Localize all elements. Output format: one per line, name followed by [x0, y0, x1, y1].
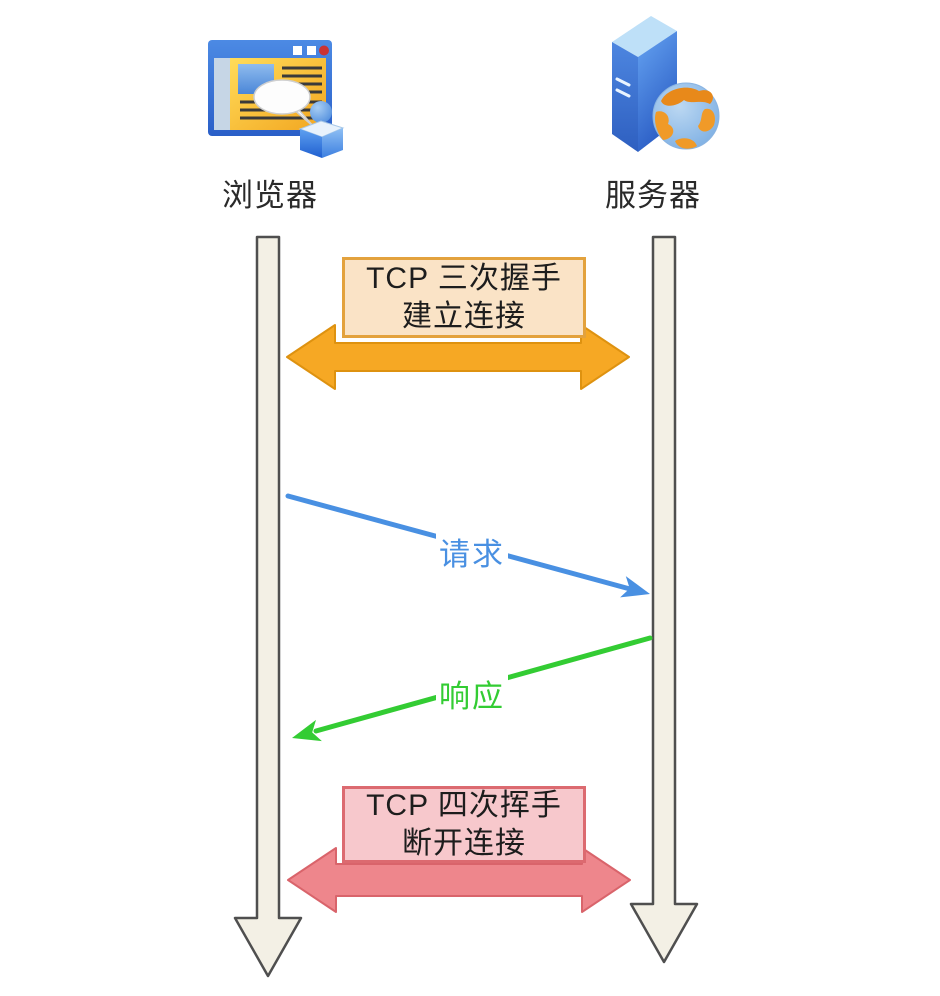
- handshake-note-line2: 建立连接: [402, 299, 526, 333]
- speech-bubble-icon: [253, 79, 311, 115]
- server-icon: [612, 16, 720, 152]
- request-label: 请求: [436, 529, 508, 574]
- handshake-double-arrow: [286, 324, 630, 390]
- response-label: 响应: [436, 671, 508, 716]
- browser-label: 浏览器: [222, 178, 318, 213]
- server-label: 服务器: [605, 178, 701, 213]
- server-lifeline-arrow: [629, 235, 699, 964]
- browser-icon: [208, 40, 345, 158]
- teardown-note-line1: TCP 四次挥手: [366, 788, 562, 822]
- teardown-double-arrow: [287, 847, 631, 913]
- globe-icon: [652, 82, 720, 150]
- teardown-note-line2: 断开连接: [402, 826, 526, 860]
- handshake-note-line1: TCP 三次握手: [366, 261, 562, 295]
- teardown-note: TCP 四次挥手 断开连接: [342, 786, 586, 863]
- browser-lifeline-arrow: [233, 235, 303, 978]
- handshake-note: TCP 三次握手 建立连接: [342, 257, 586, 338]
